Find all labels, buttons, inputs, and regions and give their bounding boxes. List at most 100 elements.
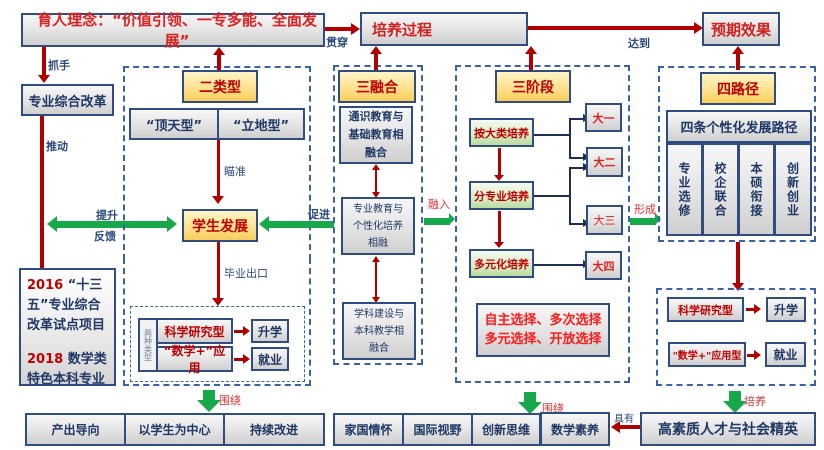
principle-1-text: 产出导向 [51, 423, 100, 437]
arrow-two-types-up [217, 55, 221, 71]
stage-2-text: 分专业培养 [474, 189, 529, 203]
stage-2-box: 分专业培养 [469, 181, 534, 210]
path-1-box: 专业选修 [666, 143, 703, 236]
further-study-text: 升学 [257, 324, 282, 339]
choices-line-1: 自主选择、多次选择 [484, 313, 602, 328]
arrow-process-to-expected [528, 26, 696, 30]
fusion-2-box: 专业教育与个性化培养相融 [341, 197, 415, 255]
path-2-box: 校企联合 [702, 143, 739, 236]
side-label-text: 两种类型 [143, 329, 153, 361]
arrowhead [47, 216, 57, 232]
arrowhead [167, 216, 177, 232]
choices-line-2: 多元选择、开放选择 [484, 332, 602, 347]
arrowhead [372, 164, 380, 170]
stage-1-box: 按大类培养 [469, 118, 534, 147]
type-a-text: “顶天型” [145, 118, 203, 134]
arrowhead [372, 256, 380, 262]
arrowhead [525, 46, 537, 54]
further-study-box-right: 升学 [766, 297, 806, 322]
arrow-aim [217, 140, 220, 196]
arrowhead [38, 75, 50, 83]
path-2-text: 校企联合 [713, 161, 727, 218]
label-exit: 毕业出口 [224, 267, 268, 280]
research-box-right: 科学研究型 [667, 297, 744, 322]
path-1-text: 专业选修 [677, 161, 691, 218]
arrowhead [754, 304, 761, 314]
arrow-have [619, 425, 640, 429]
choices-box: 自主选择、多次选择 多元选择、开放选择 [476, 303, 610, 357]
quality-1-text: 家国情怀 [344, 423, 393, 437]
label-lift: 提升 [96, 209, 118, 222]
label-feedback: 反馈 [94, 230, 116, 243]
stage-3-text: 多元化培养 [474, 257, 529, 271]
label-promote: 促进 [308, 208, 330, 221]
stage-3-box: 多元化培养 [469, 249, 534, 278]
arrow-four-paths-up [736, 54, 740, 70]
path-4-text: 创新创业 [785, 161, 800, 218]
applied-box: “数学+”应用 [156, 344, 233, 375]
path-3-box: 本硕衔接 [738, 143, 775, 236]
philosophy-box: 育人理念：“价值引领、一专多能、全面发展” [21, 11, 325, 50]
further-study-box: 升学 [251, 319, 289, 343]
principle-1-box: 产出导向 [25, 413, 126, 446]
arrowhead [372, 297, 380, 303]
arrow-grab [42, 47, 46, 75]
arrow-applied-employment-right [747, 354, 755, 357]
process-box: 培养过程 [360, 12, 528, 46]
arrow-three-stages-up [529, 54, 533, 70]
arrow-fusion-1-2 [375, 170, 377, 192]
three-stages-title-text: 三阶段 [512, 79, 554, 96]
arrow-stage-1-2 [498, 148, 501, 176]
fusion-1-text: 通识教育与基础教育相融合 [348, 110, 404, 159]
project-2018-text: 数学类特色本科专业 [27, 352, 107, 387]
arrowhead [449, 213, 455, 225]
principle-2-text: 以学生为中心 [138, 423, 211, 437]
year-3-text: 大三 [593, 214, 616, 227]
connector [534, 195, 569, 197]
four-paths-title-text: 四路径 [717, 81, 759, 98]
reform-text: 专业综合改革 [28, 94, 107, 110]
label-cultivate: 培养 [744, 395, 766, 408]
arrow-form [630, 218, 656, 225]
project-2016-text: “十三五”专业综合改革试点项目 [27, 278, 106, 333]
quality-3-box: 创新思维 [471, 413, 541, 446]
arrowhead [370, 46, 382, 54]
arrow-stage-2-3 [498, 211, 501, 243]
arrow-promote [268, 221, 334, 228]
connector [569, 223, 583, 225]
research-box: 科学研究型 [156, 318, 233, 344]
arrow-merge [424, 218, 450, 225]
applied-text: “数学+”应用 [163, 344, 226, 375]
arrowhead [243, 354, 250, 364]
arrowhead [611, 421, 620, 433]
arrow-paths-down [736, 242, 740, 284]
quality-2-box: 国际视野 [402, 413, 473, 446]
reform-box: 专业综合改革 [21, 84, 114, 116]
label-have: 具有 [614, 414, 634, 425]
connector [569, 167, 583, 169]
arrowhead [213, 47, 225, 55]
path-4-box: 创新创业 [774, 143, 812, 236]
type-b-box: “立地型” [217, 108, 305, 140]
year-1-box: 大一 [585, 103, 622, 132]
type-b-text: “立地型” [232, 118, 290, 134]
four-paths-title: 四路径 [700, 72, 776, 105]
arrow-fusion-2-3 [375, 262, 377, 297]
principle-3-box: 持续改进 [223, 413, 325, 446]
label-aim: 瞄准 [224, 165, 246, 178]
line-drive [40, 116, 44, 268]
year-4-text: 大四 [592, 259, 615, 273]
path-3-text: 本硕衔接 [749, 161, 763, 218]
fusion-3-text: 学科建设与本科教学相融合 [354, 308, 404, 354]
arrow-three-fusions-up [374, 54, 378, 70]
arrowhead [259, 216, 269, 232]
student-dev-box: 学生发展 [182, 209, 258, 242]
year-1-text: 大一 [592, 111, 615, 125]
project-box: 2016 “十三五”专业综合改革试点项目 2018 数学类特色本科专业 [19, 268, 116, 387]
two-types-group-lower [123, 258, 311, 386]
label-merge: 融入 [428, 198, 450, 211]
arrow-around-1 [197, 390, 221, 412]
research-text-right: 科学研究型 [678, 303, 733, 317]
employment-box-right: 就业 [765, 342, 806, 367]
fusion-1-box: 通识教育与基础教育相融合 [339, 106, 413, 164]
